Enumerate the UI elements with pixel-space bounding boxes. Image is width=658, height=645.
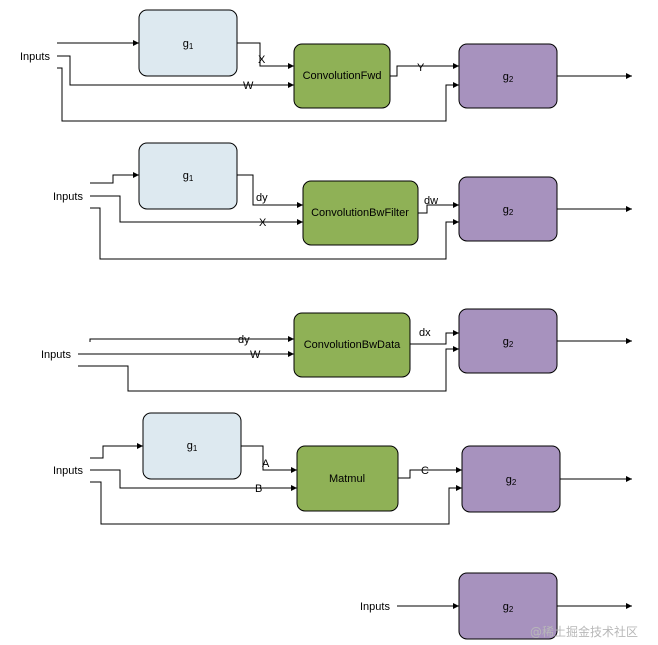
row3-op-label: ConvolutionBwData: [304, 339, 401, 351]
row3-input-dy-label: dy: [238, 334, 250, 346]
row3-input-w-label: W: [250, 349, 261, 361]
row2-input-x-label: X: [259, 217, 267, 229]
row2-g2-label: g2: [503, 204, 514, 217]
row1-output-y-label: Y: [417, 62, 425, 74]
row1-g1-label: g1: [183, 38, 194, 51]
row4-g1-label: g1: [187, 440, 198, 453]
row4-input-a-label: A: [262, 458, 270, 470]
row-g2-only: Inputs g2: [360, 572, 632, 640]
row4-g2-block: [461, 445, 561, 513]
row2-g1-label: g1: [183, 170, 194, 183]
row3-g2-label: g2: [503, 336, 514, 349]
row2-g1-block: [138, 142, 238, 210]
row1-input-w-label: W: [243, 80, 254, 92]
row4-input-b-label: B: [255, 483, 262, 495]
row1-inputs-label: Inputs: [20, 51, 50, 63]
row-matmul: Inputs g1 Matmul A B C g2: [53, 412, 632, 525]
row-convolution-bw-data: Inputs ConvolutionBwData dy W dx g2: [41, 308, 632, 392]
row5-g2-block: [458, 572, 558, 640]
watermark-text: @稀土掘金技术社区: [530, 624, 638, 639]
row1-wires: [57, 40, 632, 122]
row4-op-label: Matmul: [329, 473, 365, 485]
row2-input-dy-label: dy: [256, 192, 268, 204]
row3-convolution-bw-data-block: [293, 312, 411, 378]
row5-inputs-label: Inputs: [360, 601, 390, 613]
row4-matmul-block: [296, 445, 399, 512]
row2-op-label: ConvolutionBwFilter: [311, 207, 409, 219]
row4-g2-label: g2: [506, 474, 517, 487]
row3-output-dx-label: dx: [419, 327, 431, 339]
row4-output-c-label: C: [421, 465, 429, 477]
row1-g2-block: [458, 43, 558, 109]
row2-convolution-bw-filter-block: [302, 180, 419, 246]
row1-op-label: ConvolutionFwd: [303, 70, 382, 82]
row1-g1-block: [138, 9, 238, 77]
row5-g2-label: g2: [503, 601, 514, 614]
row-convolution-fwd: Inputs g1 ConvolutionFwd X W Y g2: [20, 9, 632, 122]
row2-output-dw-label: dw: [424, 195, 438, 207]
row-convolution-bw-filter: Inputs g1 ConvolutionBwFilter dy X dw g2: [53, 142, 632, 260]
row3-g2-block: [458, 308, 558, 374]
row2-g2-block: [458, 176, 558, 242]
row4-inputs-label: Inputs: [53, 465, 83, 477]
row1-input-x-label: X: [258, 54, 266, 66]
row3-wires: [78, 330, 632, 392]
row1-convolution-fwd-block: [293, 43, 391, 109]
row4-g1-block: [142, 412, 242, 480]
row2-inputs-label: Inputs: [53, 191, 83, 203]
row2-wires: [90, 172, 632, 260]
row1-g2-label: g2: [503, 71, 514, 84]
row3-inputs-label: Inputs: [41, 349, 71, 361]
row4-wires: [90, 443, 632, 525]
